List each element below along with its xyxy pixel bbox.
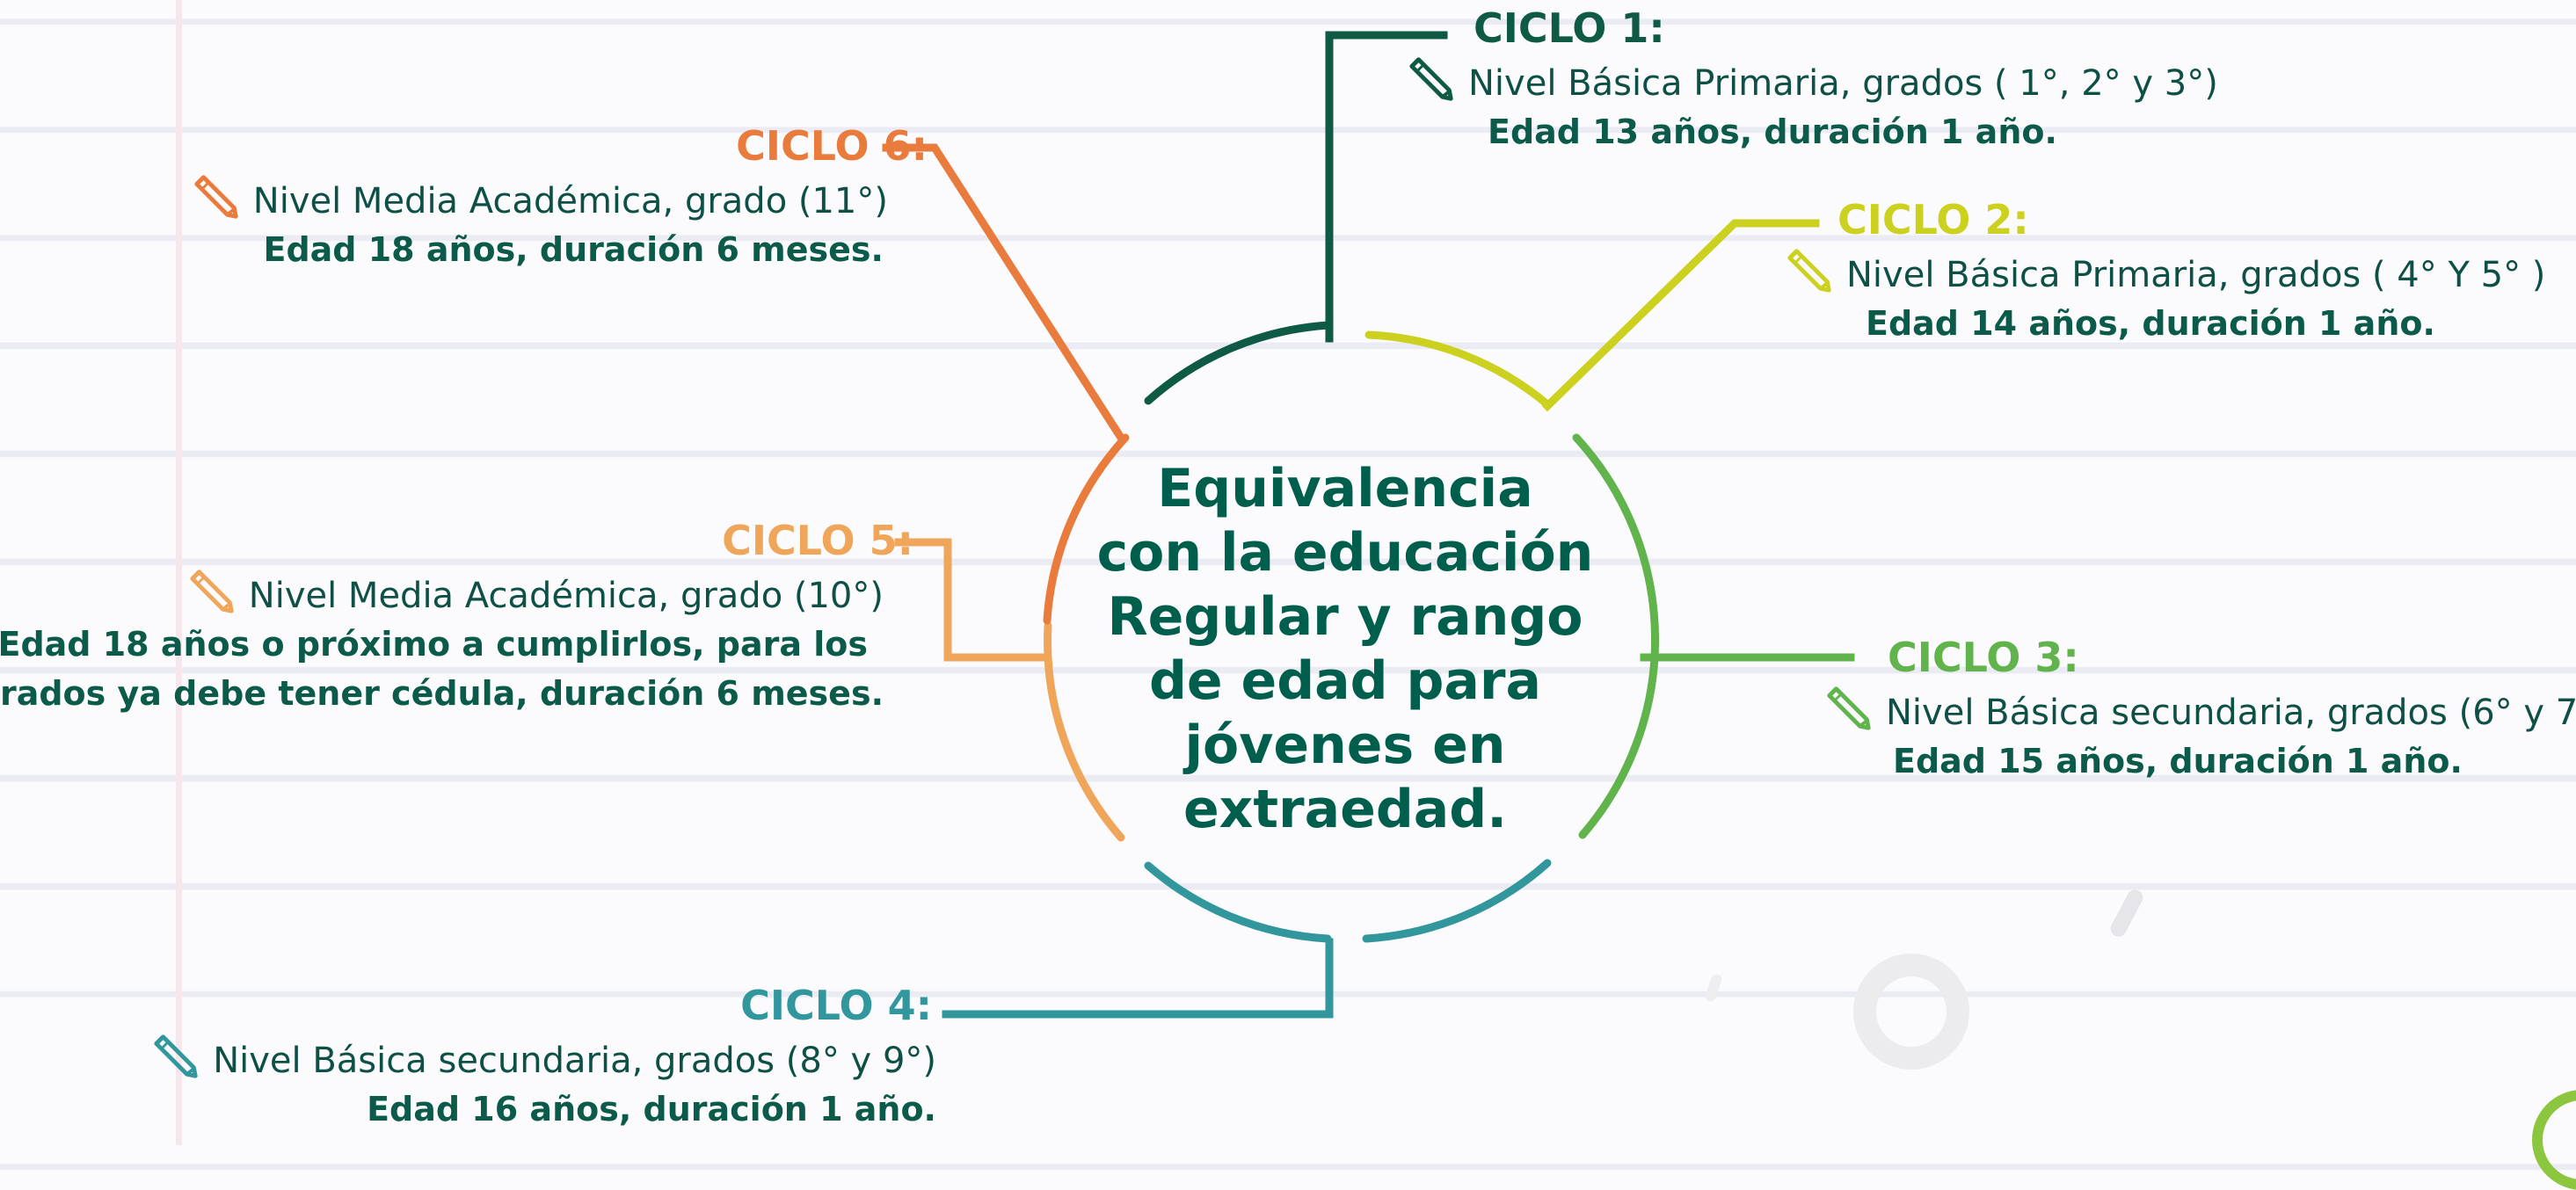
cycle-diagram-lines xyxy=(882,31,1855,1019)
connector-ciclo-4 xyxy=(942,938,1334,1019)
center-title-line: con la educación xyxy=(1096,522,1594,584)
center-title-line: jóvenes en xyxy=(1184,715,1506,776)
ciclo-5-level: Nivel Media Académica, grado (10°) xyxy=(0,565,884,620)
ciclo-2-level: Nivel Básica Primaria, grados ( 4° Y 5° … xyxy=(1785,244,2545,299)
ciclo-1-detail: Edad 13 años, duración 1 año. xyxy=(1488,112,2057,151)
notebook-margin-line xyxy=(176,0,182,1145)
pencil-icon xyxy=(1407,53,1458,104)
ciclo-5-detail: grados ya debe tener cédula, duración 6 … xyxy=(0,674,884,713)
ciclo-5-title: CICLO 5: xyxy=(722,517,913,564)
center-title-line: Regular y rango xyxy=(1107,586,1583,648)
arc-ciclo-6 xyxy=(1043,433,1130,625)
pencil-icon xyxy=(1785,244,1836,295)
arc-ciclo-4b xyxy=(1362,859,1552,943)
ciclo-3-level: Nivel Básica secundaria, grados (6° y 7°… xyxy=(1824,682,2576,736)
ciclo-4-level: Nivel Básica secundaria, grados (8° y 9°… xyxy=(151,1030,936,1085)
ciclo-5-block: CICLO 5: Nivel Media Académica, grado (1… xyxy=(0,516,913,718)
pencil-icon xyxy=(151,1030,202,1081)
diagram-center-title: Equivalencia con la educación Regular y … xyxy=(1090,457,1600,842)
arc-ciclo-4a xyxy=(1144,861,1332,943)
pencil-icon xyxy=(1824,682,1875,733)
center-title-line: extraedad. xyxy=(1182,779,1508,840)
arc-ciclo-2 xyxy=(1364,330,1552,409)
connector-ciclo-2 xyxy=(1541,219,1820,412)
ciclo-2-block: CICLO 2: Nivel Básica Primaria, grados (… xyxy=(1785,195,2545,348)
ciclo-1-level: Nivel Básica Primaria, grados ( 1°, 2° y… xyxy=(1407,53,2218,107)
ciclo-6-level: Nivel Media Académica, grado (11°) xyxy=(192,171,888,225)
ciclo-3-block: CICLO 3: Nivel Básica secundaria, grados… xyxy=(1824,633,2576,786)
connector-ciclo-1 xyxy=(1325,31,1448,343)
pencil-icon xyxy=(187,565,238,616)
center-title-line: Equivalencia xyxy=(1157,458,1533,519)
ciclo-3-title: CICLO 3: xyxy=(1888,634,2079,681)
ciclo-3-detail: Edad 15 años, duración 1 año. xyxy=(1893,742,2463,780)
center-title-line: de edad para xyxy=(1148,650,1541,712)
arc-ciclo-1 xyxy=(1144,321,1333,405)
ciclo-6-title: CICLO 6: xyxy=(736,122,928,170)
ciclo-4-detail: Edad 16 años, duración 1 año. xyxy=(367,1090,936,1128)
ciclo-2-detail: Edad 14 años, duración 1 año. xyxy=(1866,304,2435,343)
ciclo-4-title: CICLO 4: xyxy=(740,982,932,1029)
ciclo-1-block: CICLO 1: Nivel Básica Primaria, grados (… xyxy=(1407,4,2218,156)
ciclo-5-detail: Edad 18 años o próximo a cumplirlos, par… xyxy=(0,625,868,664)
ciclo-4-block: CICLO 4: Nivel Básica secundaria, grados… xyxy=(151,981,936,1134)
ciclo-2-title: CICLO 2: xyxy=(1837,196,2029,243)
connector-ciclo-6 xyxy=(882,143,1127,444)
ciclo-6-block: CICLO 6: Nivel Media Académica, grado (1… xyxy=(192,121,928,274)
pencil-icon xyxy=(192,171,243,221)
ciclo-1-title: CICLO 1: xyxy=(1474,4,1665,52)
arc-ciclo-3 xyxy=(1572,433,1660,839)
connector-ciclo-5 xyxy=(894,538,1051,662)
ciclo-6-detail: Edad 18 años, duración 6 meses. xyxy=(263,230,884,269)
